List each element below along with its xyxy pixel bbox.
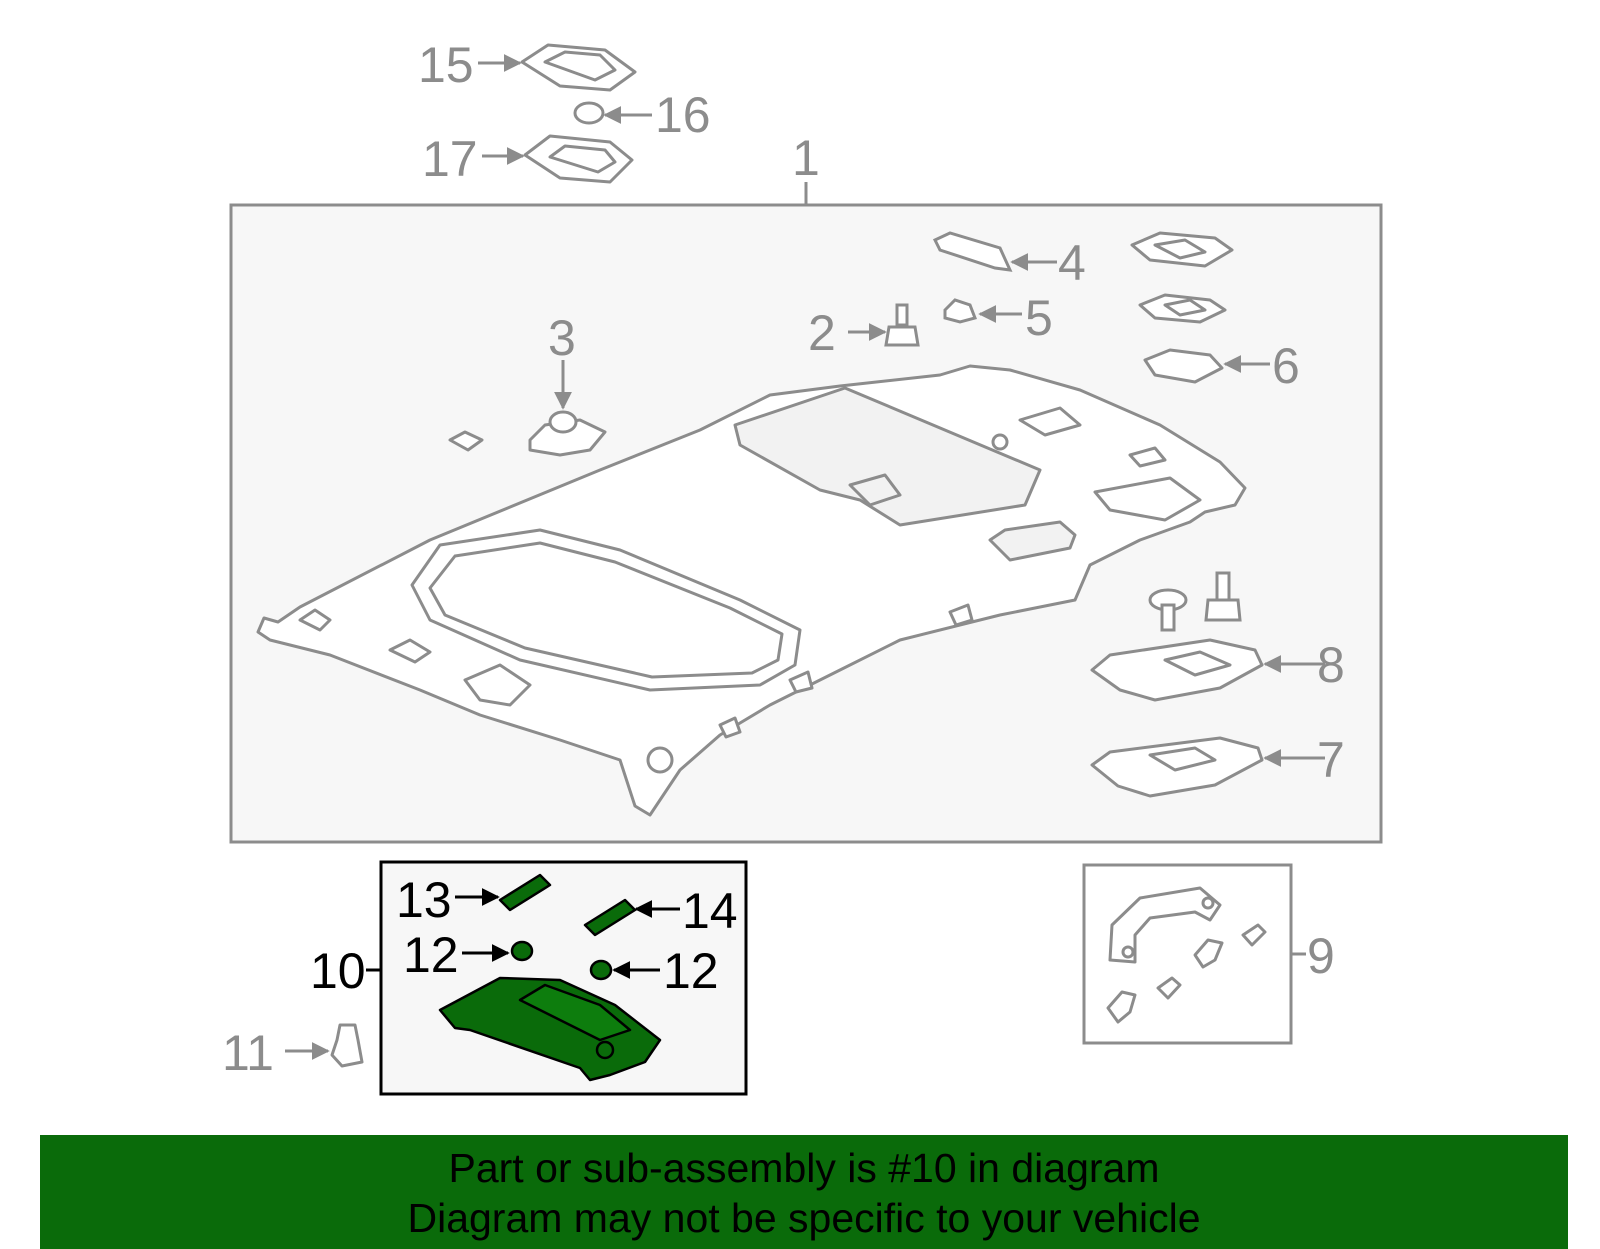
callout-10: 10 — [310, 943, 366, 999]
clip-part-5 — [943, 298, 977, 324]
grab-handle-part-9 — [1106, 886, 1267, 1024]
callout-16: 16 — [655, 87, 711, 143]
bulb-part-16 — [573, 101, 605, 125]
clip-part-12-left — [510, 940, 534, 962]
bolt-part-2 — [884, 303, 920, 347]
sunvisor-part-10 — [438, 873, 662, 1082]
lamp-part-7 — [1090, 736, 1264, 798]
callout-13: 13 — [396, 872, 452, 928]
callout-12-right: 12 — [663, 943, 719, 999]
callout-9: 9 — [1307, 928, 1335, 984]
callout-7: 7 — [1317, 732, 1345, 788]
callout-14: 14 — [682, 883, 738, 939]
lamp-part-8 — [1090, 638, 1264, 702]
callout-3: 3 — [548, 310, 576, 366]
screws — [1148, 571, 1242, 632]
callout-17: 17 — [422, 131, 478, 187]
pad-part-13 — [498, 873, 552, 912]
lamp-part-6 — [1130, 231, 1234, 384]
info-banner: Part or sub-assembly is #10 in diagram D… — [40, 1135, 1568, 1249]
callout-2: 2 — [808, 305, 836, 361]
callout-15: 15 — [418, 37, 474, 93]
headliner-part — [256, 364, 1247, 817]
lens-part-17 — [523, 134, 634, 184]
lamp-part-15 — [520, 43, 637, 92]
banner-line-1: Part or sub-assembly is #10 in diagram — [448, 1145, 1160, 1191]
clip-part-11 — [330, 1023, 364, 1068]
clip-part-12-right — [589, 959, 613, 981]
banner-line-2: Diagram may not be specific to your vehi… — [407, 1195, 1201, 1241]
trim-part-4 — [932, 231, 1013, 272]
callout-11: 11 — [222, 1025, 274, 1081]
callout-1: 1 — [792, 130, 820, 186]
lamp-parts-top — [520, 43, 637, 184]
callout-4: 4 — [1058, 235, 1086, 291]
callout-12-left: 12 — [403, 927, 459, 983]
callout-8: 8 — [1317, 637, 1345, 693]
callout-6: 6 — [1272, 338, 1300, 394]
clip-part-3 — [448, 410, 607, 457]
callout-5: 5 — [1025, 290, 1053, 346]
